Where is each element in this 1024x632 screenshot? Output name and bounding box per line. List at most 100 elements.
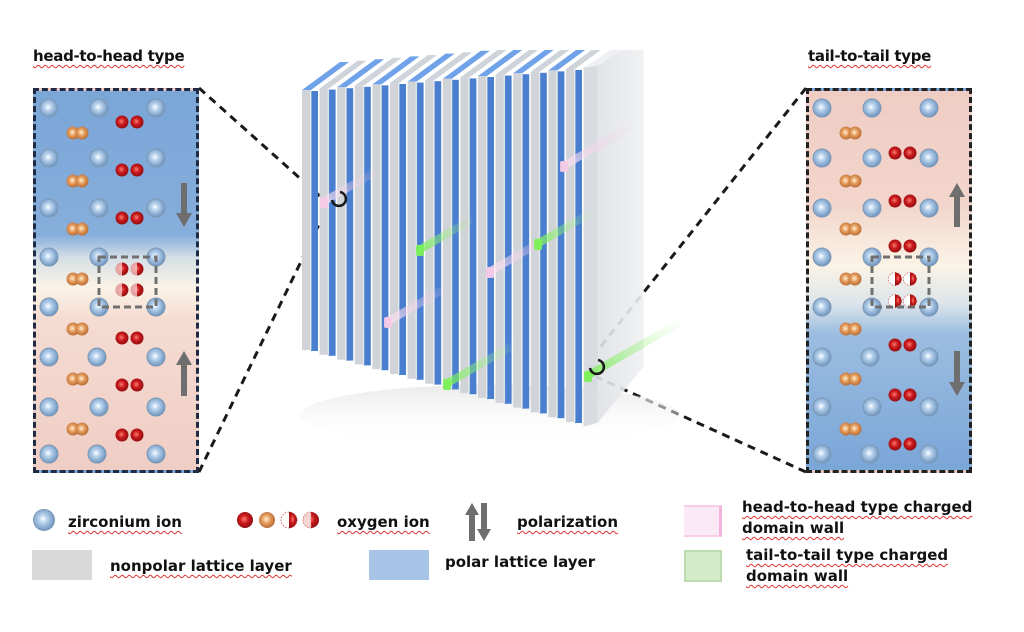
legend-polar-label: polar lattice layer: [445, 553, 596, 571]
polarization-up-arrow: [465, 503, 479, 541]
legend-oxygen-label: oxygen ion: [337, 513, 430, 531]
oxygen-pair-orange: [839, 126, 862, 140]
oxygen-pair-orange: [839, 174, 862, 188]
oxygen-pair-red: [115, 211, 144, 225]
legend-hh-wall-line2: domain wall: [742, 519, 845, 537]
legend-tt-wall: tail-to-tail type charged domain wall: [746, 545, 948, 587]
legend-tt-wall-line1: tail-to-tail type charged: [746, 546, 949, 564]
lattice-plate: [425, 52, 473, 385]
zirconium-ion: [862, 198, 882, 218]
tail-to-tail-lattice: [812, 98, 965, 464]
zirconium-ion: [87, 347, 107, 367]
zirconium-ion: [860, 347, 880, 367]
lattice-plate: [302, 62, 349, 351]
legend-zirconium-label: zirconium ion: [68, 513, 182, 531]
oxygen-ion-half: [903, 272, 917, 286]
lattice-plate: [478, 50, 523, 399]
oxygen-ion-half: [888, 272, 902, 286]
polarization-arrow-down-icon: [949, 351, 965, 396]
head-to-head-panel: [33, 88, 199, 473]
oxygen-pair-red: [888, 338, 917, 352]
domain-wall-cube: [300, 50, 680, 445]
end-plate-top: [583, 50, 622, 68]
zirconium-ion: [146, 347, 166, 367]
tail-to-tail-domain-wall: [416, 214, 473, 256]
zirconium-ion: [812, 444, 832, 464]
nonpolar-layer-swatch: [32, 550, 92, 580]
zirconium-ion: [89, 98, 109, 118]
legend-zirconium: zirconium ion: [68, 512, 182, 533]
tail-to-tail-domain-wall: [584, 318, 680, 382]
zirconium-ion: [919, 98, 939, 118]
head-to-head-domain-wall: [384, 282, 449, 328]
oxygen-pair-red: [888, 239, 917, 253]
head-to-head-domain-wall: [560, 121, 633, 172]
oxygen-pair-orange: [66, 372, 89, 386]
hh-wall-highlight-circle: [330, 190, 348, 208]
zirconium-ion: [39, 444, 59, 464]
legend-polar: polar lattice layer: [445, 552, 595, 573]
tail-to-tail-panel: [806, 88, 972, 473]
charged-wall-unit-box: [97, 255, 158, 309]
zirconium-ion: [812, 247, 832, 267]
zirconium-ion: [146, 98, 166, 118]
tt-wall-highlight-circle: [588, 358, 606, 376]
oxygen-pair-red: [115, 115, 144, 129]
zirconium-ion: [812, 98, 832, 118]
legend-polarization-label: polarization: [517, 513, 618, 531]
oxygen-ion-orange-icon: [259, 512, 275, 528]
polarization-down-arrow: [477, 503, 491, 541]
oxygen-pair-orange: [839, 422, 862, 436]
zirconium-ion: [39, 397, 59, 417]
legend-hh-wall-line1: head-to-head type charged: [742, 498, 973, 516]
polar-layer-swatch: [369, 550, 429, 580]
oxygen-ion-half: [130, 283, 144, 297]
zirconium-ion: [146, 198, 166, 218]
zirconium-ion: [146, 148, 166, 168]
zirconium-ion: [39, 198, 59, 218]
zirconium-ion: [862, 148, 882, 168]
cube-domain-walls: [320, 121, 680, 390]
zirconium-ion: [919, 347, 939, 367]
oxygen-pair-orange: [66, 272, 89, 286]
lattice-plate: [354, 57, 402, 366]
oxygen-ion-half-red-icon: [302, 511, 319, 529]
tail-to-tail-domain-wall: [534, 208, 591, 250]
polarization-arrows-icon: [465, 503, 491, 541]
oxygen-ion-icons: [237, 511, 319, 529]
oxygen-pair-red: [115, 331, 144, 345]
oxygen-pair-orange: [66, 222, 89, 236]
oxygen-ion-half: [115, 283, 129, 297]
charged-wall-unit-box: [870, 255, 931, 309]
tail-to-tail-domain-wall: [443, 339, 516, 390]
zirconium-ion: [39, 297, 59, 317]
hh-domain-wall-swatch: [684, 505, 722, 537]
lattice-plate: [513, 50, 554, 409]
polarization-arrow-down-icon: [176, 183, 192, 227]
tt-domain-wall-swatch: [684, 550, 722, 582]
oxygen-pair-orange: [66, 174, 89, 188]
legend-polarization: polarization: [517, 512, 618, 533]
zirconium-ion-icon: [33, 509, 55, 531]
zirconium-ion: [89, 148, 109, 168]
zirconium-ion: [812, 347, 832, 367]
lattice-plate: [566, 50, 601, 423]
oxygen-ion-half: [115, 262, 129, 276]
zirconium-ion: [89, 198, 109, 218]
zirconium-ion: [862, 397, 882, 417]
zirconium-ion: [919, 444, 939, 464]
head-to-head-title-text: head-to-head type: [33, 47, 185, 65]
zirconium-ion: [812, 297, 832, 317]
oxygen-pair-red: [888, 437, 917, 451]
oxygen-ion-half: [888, 294, 902, 308]
oxygen-pair-red: [888, 146, 917, 160]
oxygen-pair-red: [888, 388, 917, 402]
lattice-plate: [319, 60, 367, 356]
oxygen-pair-red: [115, 163, 144, 177]
oxygen-pair-orange: [839, 222, 862, 236]
zirconium-ion: [812, 397, 832, 417]
zirconium-ion: [812, 148, 832, 168]
polarization-arrow-up-icon: [176, 351, 192, 396]
zirconium-ion: [146, 444, 166, 464]
zirconium-ion: [39, 347, 59, 367]
